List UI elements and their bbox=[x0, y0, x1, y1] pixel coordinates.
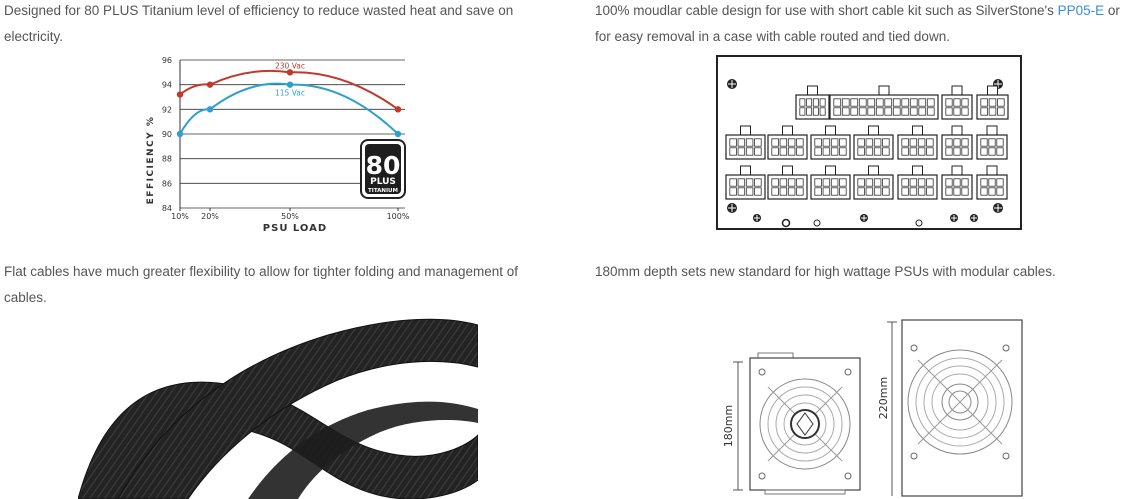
series-point bbox=[206, 106, 214, 113]
x-tick-label: 20% bbox=[201, 212, 219, 221]
y-tick-label: 94 bbox=[162, 81, 172, 90]
connector bbox=[767, 125, 808, 160]
80-plus-titanium-badge: 80 PLUS TITANIUM bbox=[360, 139, 406, 199]
connector bbox=[725, 125, 766, 160]
connector bbox=[810, 125, 851, 160]
mount-hole bbox=[915, 219, 923, 227]
connector bbox=[853, 165, 894, 200]
connector bbox=[810, 165, 851, 200]
screw-icon bbox=[993, 203, 1003, 213]
dimension-180mm: 180mm bbox=[722, 405, 735, 447]
series-line-0 bbox=[179, 69, 399, 111]
psu-180mm-drawing: 180mm bbox=[722, 352, 861, 495]
x-tick-label: 100% bbox=[387, 212, 410, 221]
series-line-1 bbox=[179, 82, 399, 135]
y-tick-label: 90 bbox=[162, 130, 172, 139]
screw-icon bbox=[727, 79, 737, 89]
fan-grill-large bbox=[907, 344, 1013, 460]
connector bbox=[897, 125, 938, 160]
modular-connector-panel bbox=[716, 55, 1022, 230]
dimension-220mm: 220mm bbox=[877, 377, 890, 419]
connector bbox=[795, 85, 830, 120]
connector bbox=[976, 125, 1008, 160]
series-point bbox=[394, 106, 402, 113]
screw-icon bbox=[727, 203, 737, 213]
flat-cable-image bbox=[78, 318, 478, 499]
chart-x-label: PSU LOAD bbox=[263, 223, 327, 234]
connector bbox=[941, 125, 973, 160]
pp05e-link[interactable]: PP05-E bbox=[1057, 3, 1105, 18]
connector bbox=[941, 85, 973, 120]
mount-hole bbox=[813, 219, 821, 227]
psu-220mm-drawing: 220mm bbox=[877, 319, 1023, 497]
chart-y-ticks: 84 86 88 90 92 94 96 bbox=[162, 56, 172, 213]
chart-x-ticks: 10% 20% 50% 100% bbox=[171, 208, 410, 221]
screw-icon bbox=[950, 214, 958, 222]
connector bbox=[853, 125, 894, 160]
efficiency-chart: 84 86 88 90 92 94 96 10% 20% 50% 100% 230 Vac 115 … bbox=[146, 56, 410, 234]
screw-icon bbox=[753, 214, 761, 222]
series-point bbox=[286, 69, 294, 76]
chart-y-label: EFFICIENCY % bbox=[146, 116, 156, 205]
y-tick-label: 84 bbox=[162, 204, 172, 213]
series-label: 230 Vac bbox=[275, 61, 305, 70]
y-tick-label: 96 bbox=[162, 56, 172, 65]
connector bbox=[976, 165, 1008, 200]
connector bbox=[941, 165, 973, 200]
connector bbox=[829, 85, 939, 120]
y-tick-label: 88 bbox=[162, 155, 172, 164]
connector bbox=[976, 85, 1009, 120]
connector bbox=[725, 165, 766, 200]
mount-hole bbox=[781, 218, 791, 228]
chart-series: 230 Vac 115 Vac bbox=[176, 61, 402, 138]
x-tick-label: 50% bbox=[281, 212, 299, 221]
badge-level: TITANIUM bbox=[368, 188, 398, 194]
screw-icon bbox=[860, 214, 868, 222]
feature-modular-text: 100% moudlar cable design for use with s… bbox=[595, 3, 1120, 44]
series-point bbox=[286, 81, 294, 88]
connector bbox=[767, 165, 808, 200]
badge-plus: PLUS bbox=[370, 177, 396, 187]
x-tick-label: 10% bbox=[171, 212, 189, 221]
series-point bbox=[176, 130, 184, 138]
connector bbox=[897, 165, 938, 200]
y-tick-label: 86 bbox=[162, 179, 172, 188]
series-point bbox=[176, 91, 184, 98]
feature-depth-text: 180mm depth sets new standard for high w… bbox=[595, 264, 1056, 279]
y-tick-label: 92 bbox=[162, 105, 172, 114]
badge-number: 80 bbox=[366, 151, 401, 180]
series-point bbox=[394, 130, 402, 138]
series-label: 115 Vac bbox=[275, 89, 305, 98]
feature-flat-cable-text: Flat cables have much greater flexibilit… bbox=[4, 264, 519, 305]
feature-efficiency-text: Designed for 80 PLUS Titanium level of e… bbox=[4, 3, 514, 44]
fan-grill-small bbox=[758, 368, 852, 480]
screw-icon bbox=[970, 214, 978, 222]
series-point bbox=[206, 81, 214, 88]
